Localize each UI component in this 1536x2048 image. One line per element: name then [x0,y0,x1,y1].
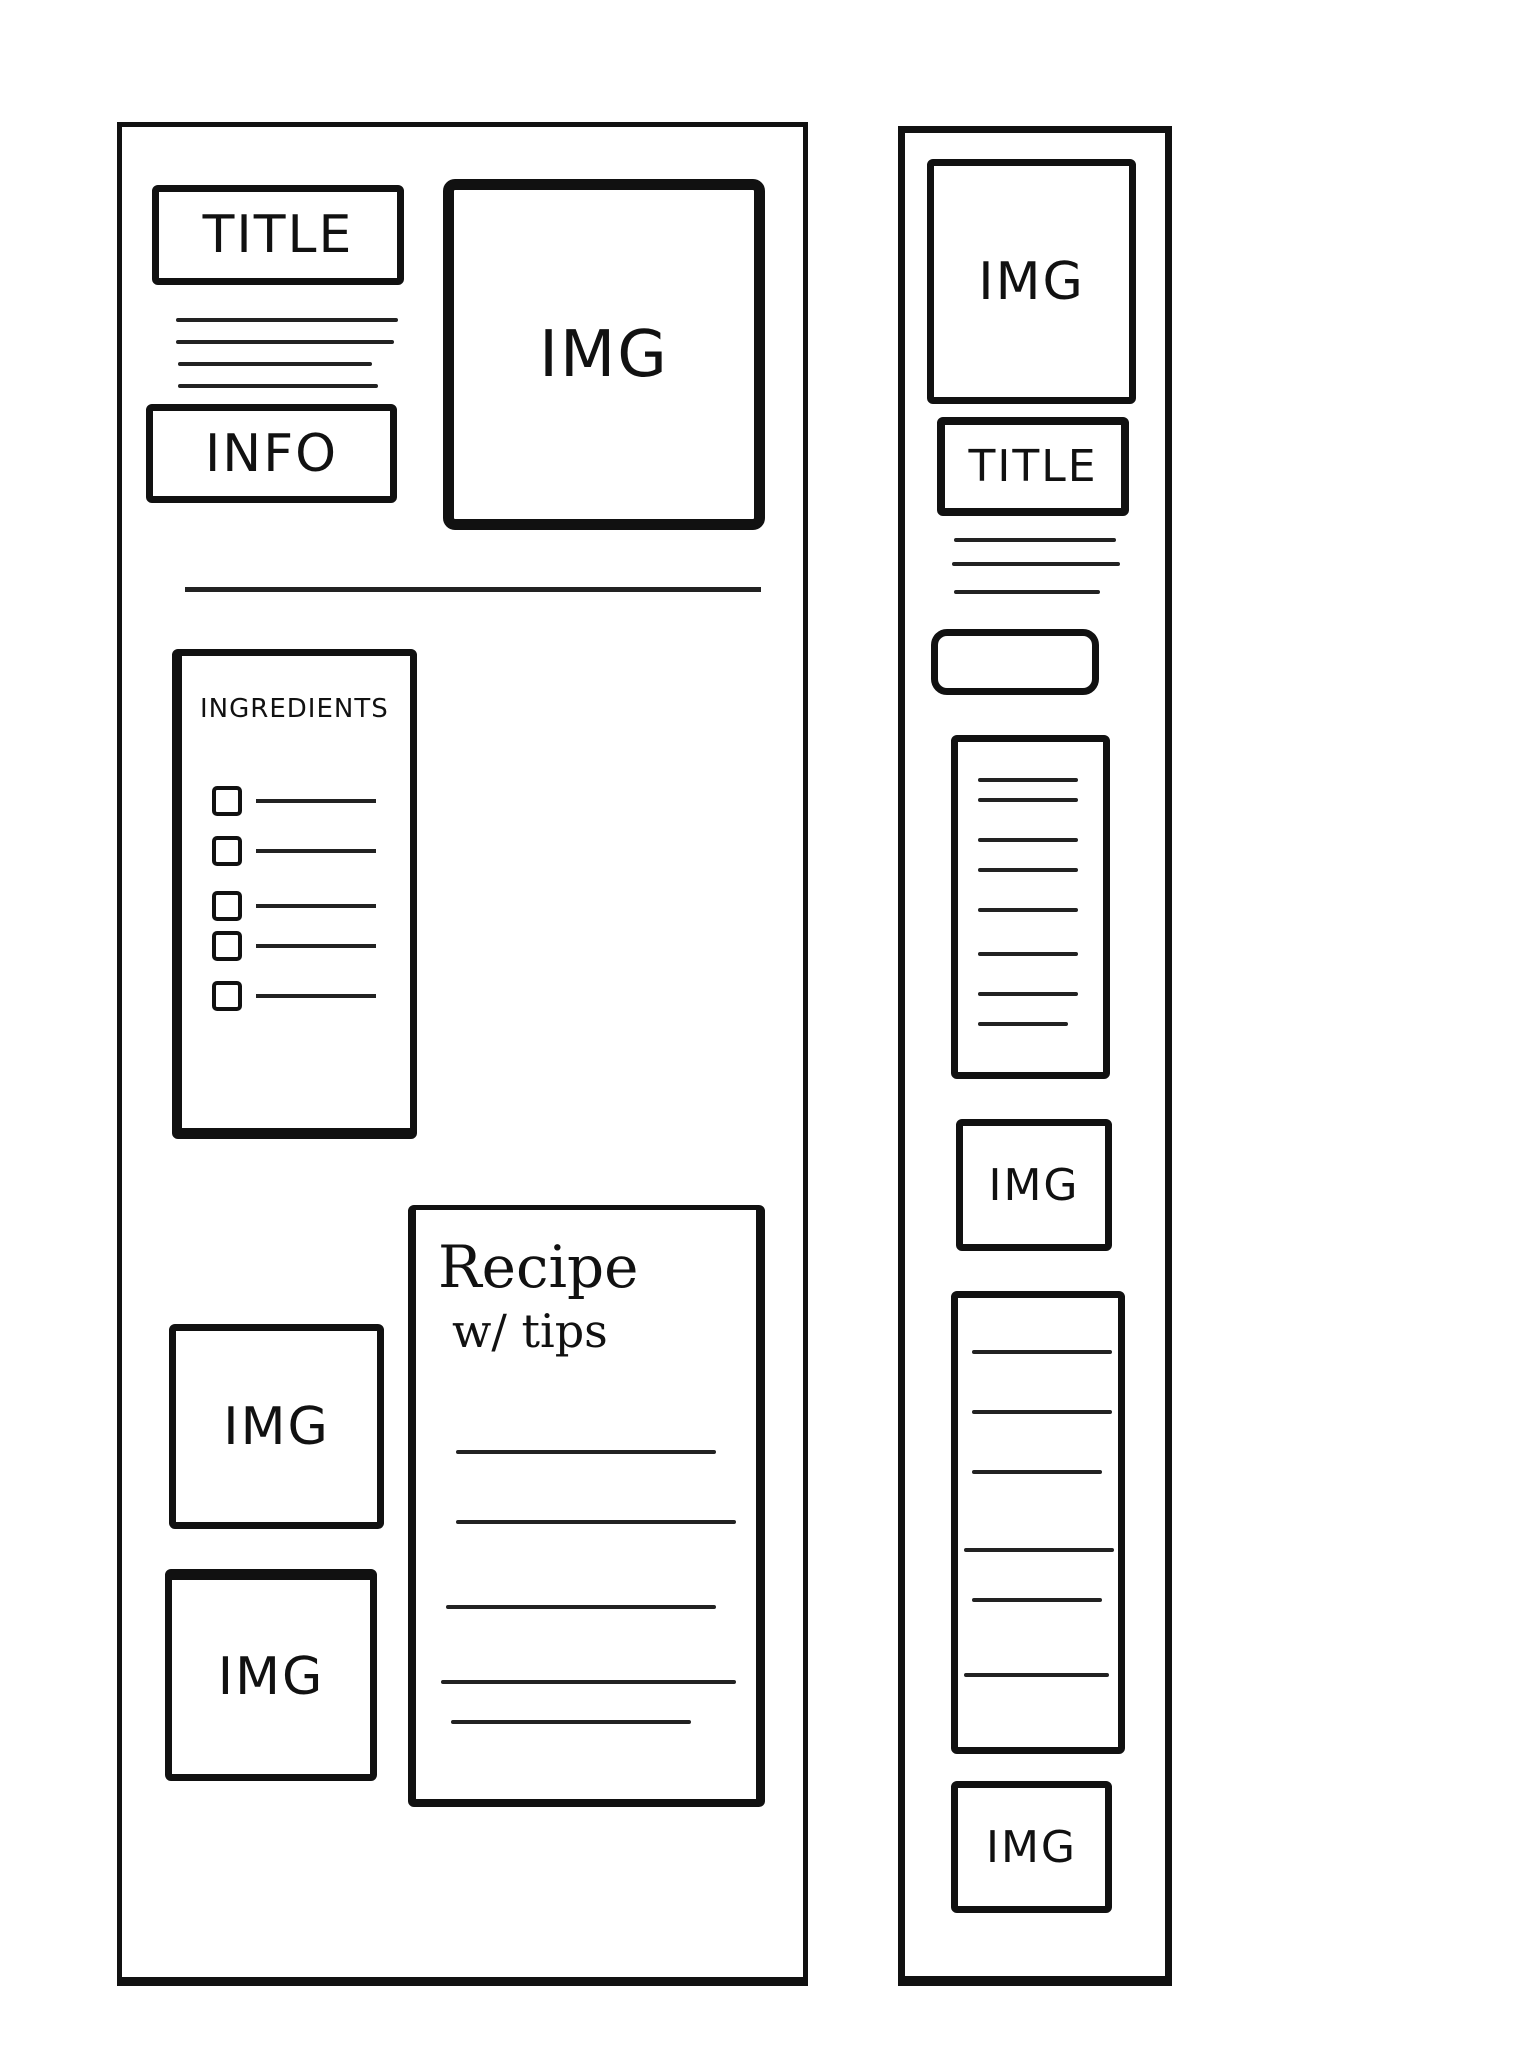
desktop-layout-frame [117,122,808,1986]
recipe-text-line [451,1720,691,1724]
checkbox-icon[interactable] [212,891,242,921]
mobile-text-line [952,562,1120,566]
list-line [972,1470,1102,1474]
ingredient-item[interactable] [212,931,376,961]
mobile-hero-image: IMG [927,159,1136,404]
desktop-hero-image: IMG [443,179,765,530]
mobile-text-line [954,538,1116,542]
desktop-hero-image-label: IMG [539,317,669,392]
mobile-text-line [954,590,1100,594]
ingredient-text-line [256,849,376,853]
ingredient-item[interactable] [212,891,376,921]
desktop-text-line [178,384,378,388]
list-line [972,1410,1112,1414]
list-line [978,1022,1068,1026]
ingredient-item[interactable] [212,836,376,866]
gallery-image-label: IMG [223,1396,330,1457]
ingredients-title: INGREDIENTS [200,694,389,724]
desktop-info-box: INFO [146,404,397,503]
ingredient-item[interactable] [212,786,376,816]
desktop-title-label: TITLE [202,205,354,265]
list-line [978,798,1078,802]
mobile-title-label: TITLE [968,441,1098,492]
mobile-bottom-image-label: IMG [985,1821,1078,1873]
ingredient-text-line [256,994,376,998]
list-line [978,838,1078,842]
mobile-ingredients-list [951,735,1110,1079]
desktop-text-line [176,318,398,322]
desktop-divider [185,587,761,592]
mobile-button[interactable] [931,629,1099,695]
recipe-text-line [441,1680,736,1684]
desktop-title-box: TITLE [152,185,404,285]
checkbox-icon[interactable] [212,786,242,816]
checkbox-icon[interactable] [212,931,242,961]
desktop-ingredients-card: INGREDIENTS [172,649,417,1139]
gallery-image-label: IMG [217,1647,325,1707]
list-line [978,952,1078,956]
recipe-title: Recipe [438,1233,639,1301]
ingredient-text-line [256,799,376,803]
list-line [978,778,1078,782]
mobile-bottom-image: IMG [951,1781,1112,1913]
recipe-text-line [456,1450,716,1454]
checkbox-icon[interactable] [212,836,242,866]
desktop-gallery-image-2: IMG [165,1569,377,1781]
desktop-gallery-image-1: IMG [169,1324,384,1529]
mobile-recipe-list [951,1291,1125,1754]
mobile-hero-image-label: IMG [978,251,1085,312]
recipe-subtitle: w/ tips [452,1304,608,1358]
mobile-layout-frame [898,126,1172,1986]
list-line [964,1673,1109,1677]
list-line [964,1548,1114,1552]
list-line [978,908,1078,912]
mobile-title-box: TITLE [937,417,1129,516]
recipe-text-line [446,1605,716,1609]
list-line [978,992,1078,996]
ingredient-item[interactable] [212,981,376,1011]
list-line [978,868,1078,872]
ingredient-text-line [256,944,376,948]
ingredient-text-line [256,904,376,908]
checkbox-icon[interactable] [212,981,242,1011]
desktop-text-line [176,340,394,344]
desktop-info-label: INFO [204,423,339,484]
desktop-text-line [178,362,372,366]
recipe-text-line [456,1520,736,1524]
list-line [972,1598,1102,1602]
mobile-middle-image: IMG [956,1119,1112,1251]
mobile-middle-image-label: IMG [988,1159,1080,1211]
list-line [972,1350,1112,1354]
desktop-recipe-card: Recipe w/ tips [408,1205,765,1807]
